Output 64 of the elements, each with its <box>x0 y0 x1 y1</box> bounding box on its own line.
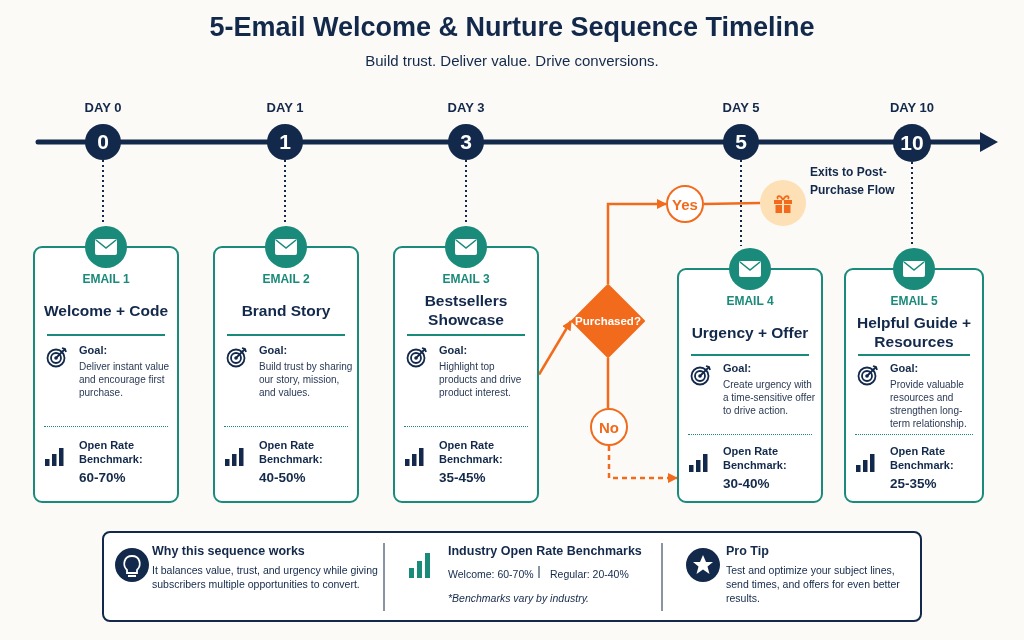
panel-heading: Pro Tip <box>726 544 769 558</box>
goal-label: Goal: <box>79 344 108 356</box>
day-label: DAY 5 <box>721 100 761 115</box>
email-title: Brand Story <box>240 300 332 321</box>
gift-circle <box>760 180 806 226</box>
dotted-connector <box>740 159 742 247</box>
day-marker: 0 <box>85 124 121 160</box>
info-panel <box>102 531 922 622</box>
goal-description: Highlight top products and drive product interest. <box>439 360 523 399</box>
panel-text: Test and optimize your subject lines, send times, and offers for even better results. <box>726 563 901 605</box>
day-label: DAY 3 <box>446 100 486 115</box>
subtitle: Build trust. Deliver value. Drive conversions. <box>364 52 660 69</box>
benchmark-text: Regular: 20-40% <box>550 567 629 581</box>
benchmark-value: 30-40% <box>723 476 770 491</box>
decision-diamond: Purchased? <box>571 284 645 358</box>
goal-label: Goal: <box>890 362 919 374</box>
goal-description: Create urgency with a time-sensitive offer to drive action. <box>723 378 817 417</box>
email-number: EMAIL 1 <box>81 272 131 286</box>
benchmark-value: 35-45% <box>439 470 486 485</box>
dotted-connector <box>911 161 913 247</box>
email-title: Bestsellers Showcase <box>423 291 509 330</box>
panel-heading: Industry Open Rate Benchmarks <box>448 544 642 558</box>
day-marker: 5 <box>723 124 759 160</box>
panel-heading: Why this sequence works <box>152 544 305 558</box>
day-marker: 3 <box>448 124 484 160</box>
title: 5-Email Welcome & Nurture Sequence Timeline <box>208 12 816 43</box>
day-label: DAY 10 <box>888 100 936 115</box>
benchmark-label: Open Rate Benchmark: <box>79 438 144 466</box>
arrow <box>537 320 573 376</box>
goal-label: Goal: <box>439 344 468 356</box>
day-label: DAY 0 <box>83 100 123 115</box>
dotted-connector <box>284 159 286 225</box>
email-title: Welcome + Code <box>42 300 170 321</box>
email-number: EMAIL 4 <box>725 294 775 308</box>
email-number: EMAIL 2 <box>261 272 311 286</box>
exit-note: Exits to Post-Purchase Flow <box>810 164 896 199</box>
goal-description: Deliver instant value and encourage first purchase. <box>79 360 171 399</box>
arrow <box>606 199 667 284</box>
dotted-connector <box>102 159 104 225</box>
benchmark-value: 25-35% <box>890 476 937 491</box>
footnote: *Benchmarks vary by industry. <box>448 591 590 605</box>
benchmark-label: Open Rate Benchmark: <box>890 444 955 472</box>
day-marker: 1 <box>267 124 303 160</box>
benchmark-value: 60-70% <box>79 470 126 485</box>
benchmark-text: Welcome: 60-70% <box>448 567 534 581</box>
benchmark-label: Open Rate Benchmark: <box>439 438 504 466</box>
email-title: Helpful Guide + Resources <box>855 313 973 352</box>
day-marker: 10 <box>893 124 931 162</box>
goal-label: Goal: <box>723 362 752 374</box>
branch-circle: Yes <box>666 185 704 223</box>
email-title: Urgency + Offer <box>690 322 810 343</box>
branch-circle: No <box>590 408 628 446</box>
email-number: EMAIL 5 <box>889 294 939 308</box>
day-label: DAY 1 <box>265 100 305 115</box>
arrow <box>607 446 678 483</box>
benchmark-label: Open Rate Benchmark: <box>259 438 324 466</box>
benchmark-value: 40-50% <box>259 470 306 485</box>
goal-description: Provide valuable resources and strengthen long-term relationship. <box>890 378 968 430</box>
goal-description: Build trust by sharing our story, mission, and values. <box>259 360 353 399</box>
email-number: EMAIL 3 <box>441 272 491 286</box>
panel-text: It balances value, trust, and urgency while giving subscribers multiple opportunities to convert. <box>152 563 379 591</box>
dotted-connector <box>465 159 467 225</box>
goal-label: Goal: <box>259 344 288 356</box>
benchmark-label: Open Rate Benchmark: <box>723 444 788 472</box>
